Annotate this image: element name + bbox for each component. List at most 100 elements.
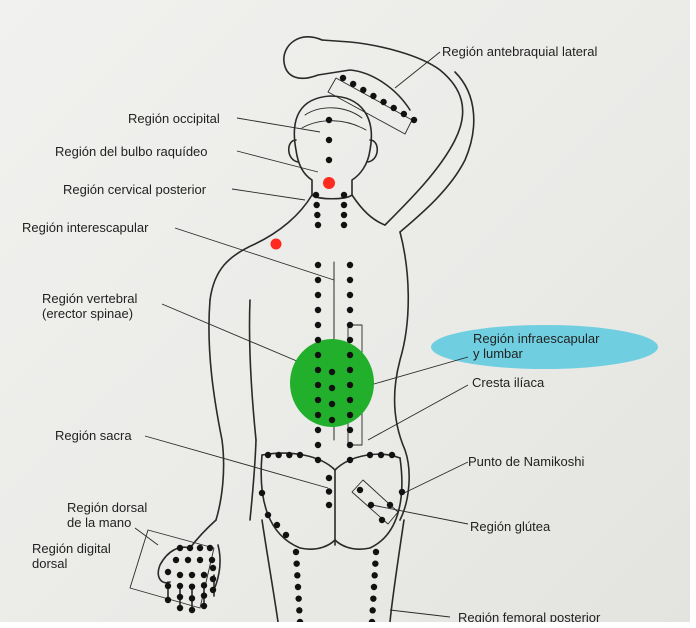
pressure-point: [328, 384, 336, 392]
pressure-point: [172, 556, 180, 564]
pressure-point: [325, 501, 333, 509]
pressure-point: [314, 381, 322, 389]
label-bulbo: Región del bulbo raquídeo: [55, 144, 208, 159]
pressure-point: [314, 366, 322, 374]
pressure-point: [346, 321, 354, 329]
label-cresta: Cresta ilíaca: [472, 375, 545, 390]
pressure-point: [328, 400, 336, 408]
pressure-point: [339, 74, 347, 82]
highlight-ellipse: [431, 325, 658, 369]
pressure-point: [258, 489, 266, 497]
pressure-point: [264, 451, 272, 459]
pressure-point: [264, 511, 272, 519]
pressure-point: [176, 604, 184, 612]
pressure-point: [314, 411, 322, 419]
pressure-point: [282, 531, 290, 539]
label-infraescapular: Región infraescapular y lumbar: [473, 331, 600, 361]
pressure-point: [294, 572, 301, 579]
pressure-point: [325, 488, 333, 495]
pressure-point: [340, 221, 348, 229]
pressure-point: [371, 572, 378, 579]
pressure-point: [273, 521, 281, 529]
pressure-point: [296, 451, 304, 459]
pressure-point: [275, 451, 282, 459]
label-vertebral: Región vertebral (erector spinae): [42, 291, 138, 321]
pressure-point: [340, 211, 348, 219]
pressure-point: [314, 211, 321, 219]
body-outline: [129, 35, 475, 622]
pressure-point: [188, 595, 196, 602]
pressure-point: [325, 474, 333, 482]
pressure-point: [400, 110, 408, 118]
pressure-point: [196, 556, 204, 564]
pressure-point: [184, 556, 192, 564]
pressure-point: [164, 596, 172, 604]
pressure-point: [346, 396, 354, 404]
pressure-point: [314, 291, 322, 299]
label-glutea: Región glútea: [470, 519, 551, 534]
pressure-point: [346, 276, 354, 284]
label-digital: Región digital dorsal: [32, 541, 111, 571]
pressure-point: [314, 456, 322, 464]
pressure-point: [286, 451, 293, 459]
pressure-point: [314, 426, 322, 434]
pressure-point: [378, 516, 386, 524]
pressure-point: [200, 571, 208, 579]
pressure-point: [349, 80, 357, 88]
pressure-point: [346, 261, 354, 269]
pressure-point: [370, 583, 378, 591]
label-cervical: Región cervical posterior: [63, 182, 207, 197]
pressure-point: [377, 451, 385, 459]
pressure-point: [325, 136, 333, 144]
label-sacra: Región sacra: [55, 428, 132, 443]
label-dorsal-mano: Región dorsal de la mano: [67, 500, 148, 530]
pressure-point: [380, 98, 387, 106]
pressure-point: [346, 441, 354, 449]
pressure-point: [386, 501, 394, 509]
pressure-point: [188, 583, 196, 590]
label-interescapular: Región interescapular: [22, 220, 149, 235]
pressure-point: [314, 336, 322, 344]
pressure-point: [372, 560, 379, 567]
pressure-point: [369, 607, 376, 614]
pressure-points: [164, 74, 418, 622]
pressure-point: [325, 116, 333, 124]
label-occipital: Región occipital: [128, 111, 220, 126]
pressure-point: [346, 411, 354, 419]
pressure-point: [370, 92, 377, 100]
pressure-point: [340, 201, 348, 209]
pressure-point: [325, 156, 333, 164]
green-zone: [290, 339, 374, 427]
pressure-point: [176, 593, 184, 601]
pressure-point: [209, 564, 217, 572]
pressure-point: [410, 116, 418, 124]
leader-lines: [134, 51, 469, 618]
pressure-point: [294, 583, 302, 591]
pressure-point: [313, 201, 320, 209]
pressure-point: [164, 568, 172, 576]
pressure-point: [188, 571, 196, 579]
pressure-point: [200, 582, 208, 589]
pressure-point: [346, 381, 354, 389]
pressure-point: [328, 368, 336, 376]
pressure-point: [314, 396, 322, 404]
pressure-point: [370, 595, 377, 602]
pressure-point: [186, 544, 194, 552]
pressure-point: [360, 86, 367, 94]
pressure-point: [346, 366, 354, 374]
pressure-point: [388, 451, 396, 459]
pressure-point: [314, 321, 322, 329]
pressure-point: [209, 575, 217, 583]
pressure-point: [293, 560, 300, 567]
pressure-point: [196, 544, 204, 552]
pressure-point: [296, 607, 303, 614]
pressure-point: [206, 544, 214, 552]
pressure-point: [188, 606, 196, 614]
pressure-point: [176, 571, 184, 579]
pressure-point: [292, 548, 300, 556]
pressure-point: [314, 261, 322, 269]
pressure-point: [346, 291, 354, 299]
